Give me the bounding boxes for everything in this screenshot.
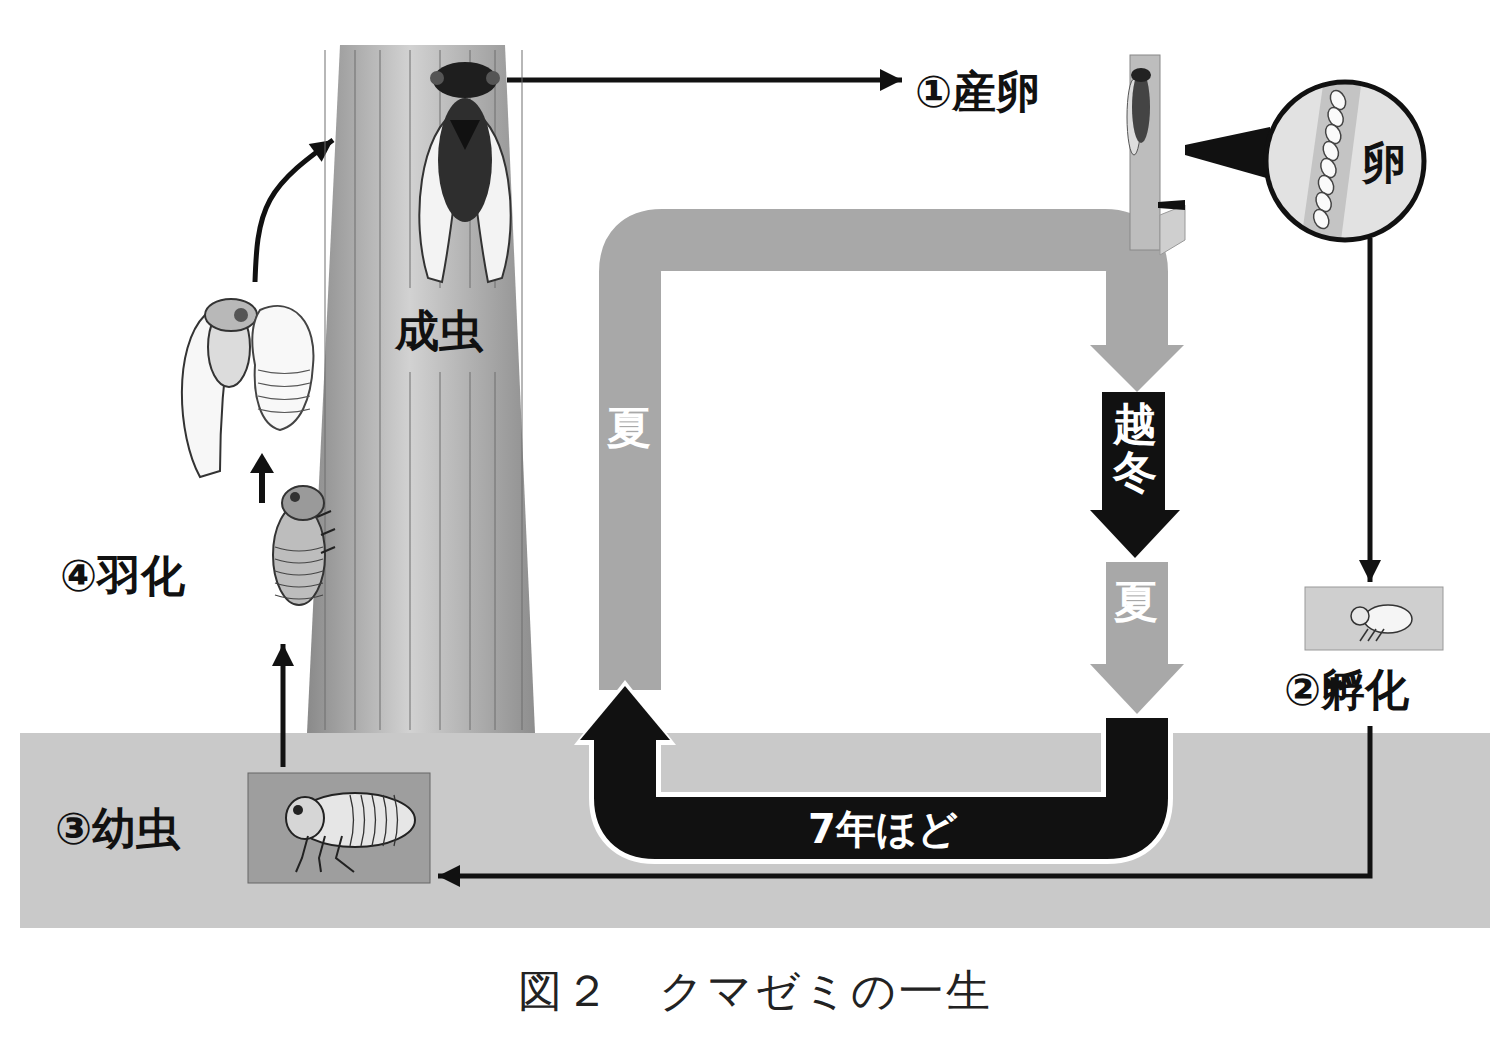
bark-line [409,372,410,730]
years-arrowhead-outline [574,680,676,745]
overwinter-arrow [1090,392,1180,558]
bark-line [494,372,495,730]
stage-label: ④羽化 [60,547,185,606]
stage-arrow [281,644,286,767]
stage-arrow [1368,238,1373,582]
stage-arrow [259,470,265,503]
cycle-band [1106,562,1168,668]
tree-branch [1160,205,1185,255]
cycle-arrowhead [1090,664,1184,714]
bark-line [379,50,380,730]
branch-section [1300,78,1362,248]
bark-line [354,50,355,730]
emerging-adult [182,299,257,477]
hatching-stage: ②孵化 [1280,585,1455,722]
nymph [273,486,335,605]
stage-label: 卵 [1362,134,1406,193]
overwinter-arrow: 越冬 [1088,392,1184,560]
bark-line [439,372,440,730]
stage-label: 越冬 [1113,400,1157,497]
egg-laying-cicada [1127,68,1151,155]
shed-skin [252,306,313,430]
adult-cicada [419,62,510,282]
season-label: 夏 [607,404,651,452]
bark-line [324,50,325,730]
larva-box [248,773,430,883]
figure-caption: 図２ クマゼミの一生 [0,962,1511,1021]
stage-arrow [1185,127,1270,179]
egg-circle: 卵 [1262,78,1428,244]
cycle-arrowhead [1090,345,1184,392]
stage-label: ①産卵 [915,63,1040,122]
adult-tree: 成虫 [300,40,540,733]
years-band: 7年ほど [588,700,1182,862]
hatchling [1351,605,1412,641]
egg-laying-stage: ①産卵 [910,55,1185,255]
stage-label: ③幼虫 [55,800,180,859]
callout-wedge [1158,200,1185,210]
stage-label: 成虫 [395,302,483,361]
bark-line [409,50,410,288]
magnifier-outline [1266,82,1424,240]
stage-arrow [507,78,902,83]
adult-tree-art [300,40,540,733]
stage-label: 7年ほど [588,802,1178,857]
egg [1311,207,1332,231]
bark-line [469,372,470,730]
stage-arrow [255,140,333,282]
cycle-band [630,240,1137,690]
larva [286,793,415,872]
emergence-stage: ④羽化 [55,285,345,640]
season-label: 夏 [1114,578,1158,626]
hatchling-box [1305,587,1443,650]
stage-label: ②孵化 [1284,661,1409,720]
bark-line [521,50,522,730]
tree-trunk [307,45,535,733]
larva-stage: ③幼虫 [50,770,434,886]
stage-arrowhead [250,453,274,473]
years-arrowhead [580,686,670,740]
